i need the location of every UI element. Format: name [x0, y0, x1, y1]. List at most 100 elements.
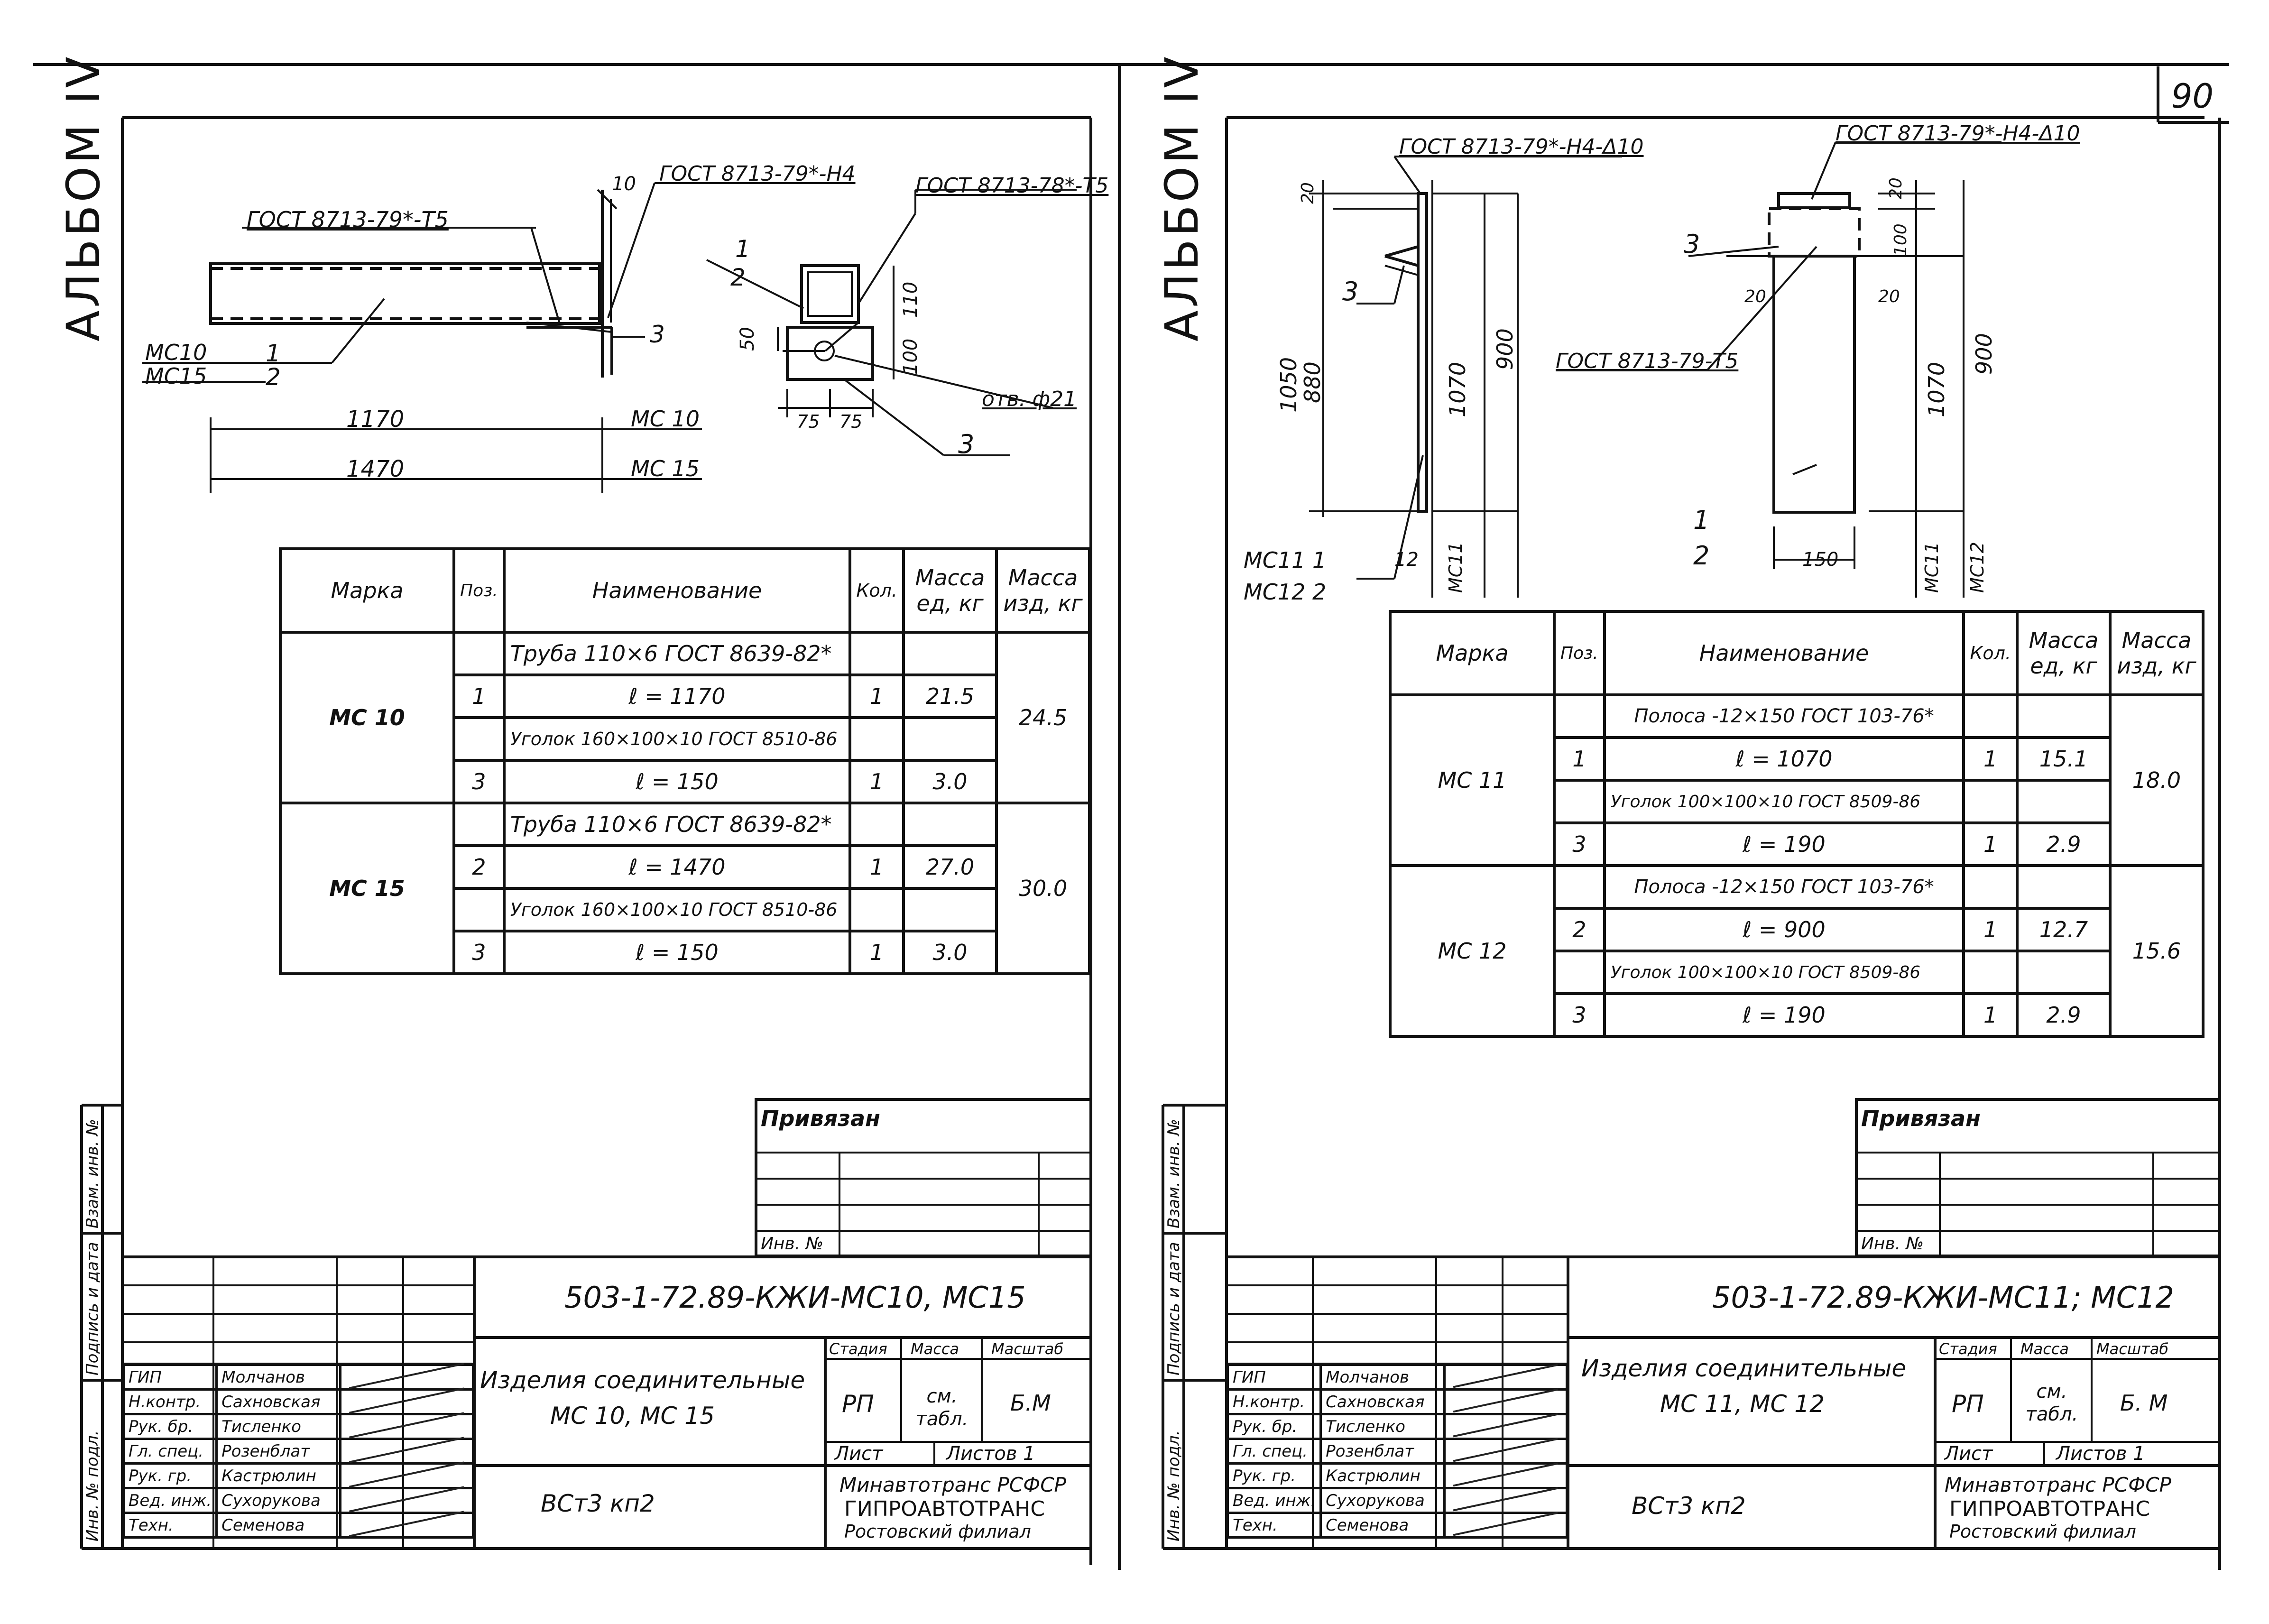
drawing-title: Изделия соединительные [480, 1366, 805, 1394]
signature-icon [345, 1516, 468, 1531]
length-cell: ℓ = 900 [1603, 907, 1965, 952]
table-row: МС 11 Полоса -12×150 ГОСТ 103-76* 18.0 [1389, 693, 2204, 867]
hole-label: отв. ф21 [982, 387, 1077, 411]
item-cell: Полоса -12×150 ГОСТ 103-76* [1603, 864, 1965, 910]
item-cell: Уголок 100×100×10 ГОСТ 8509-86 [1603, 779, 1965, 824]
signature-icon [1449, 1516, 1562, 1531]
table-row: 3 ℓ = 150 1 3.0 [280, 759, 1089, 804]
org-ministry: Минавтотранс РСФСР [1945, 1473, 2171, 1496]
mark-cell: МС 11 [1389, 693, 1556, 867]
signature-icon [345, 1418, 468, 1432]
privyazan-label: Привязан [761, 1106, 880, 1131]
callout-t5: ГОСТ 8713-79*-Т5 [247, 207, 449, 232]
dim-20-right: 20 [1878, 287, 1900, 306]
left-drawing [142, 182, 1077, 493]
mass-value: см. табл. [915, 1385, 968, 1430]
signature-icon [1449, 1393, 1562, 1407]
qty-cell: 1 [1962, 992, 2019, 1038]
sheets-label: Листов 1 [946, 1443, 1035, 1465]
table-row: 2 ℓ = 900 1 12.7 [1390, 907, 2203, 952]
front-pos-3: 3 [1684, 229, 1700, 259]
callout-h4: ГОСТ 8713-79*-Н4 [659, 162, 856, 186]
mark-mc15: МС15 [145, 363, 207, 389]
scale-value: Б. М [2120, 1390, 2168, 1416]
mass-cell: 3.0 [902, 930, 998, 975]
table-row: Уголок 100×100×10 ГОСТ 8509-86 [1390, 779, 2203, 824]
sheets-label: Листов 1 [2056, 1443, 2145, 1465]
drawing-title-marks: МС 10, МС 15 [550, 1402, 715, 1430]
item-cell: Уголок 100×100×10 ГОСТ 8509-86 [1603, 950, 1965, 995]
org-ministry: Минавтотранс РСФСР [839, 1473, 1066, 1496]
org-name: ГИПРОАВТОТРАНС [1949, 1497, 2150, 1521]
privyazan-label: Привязан [1861, 1106, 1981, 1131]
mass-cell: 2.9 [2016, 821, 2112, 867]
qty-cell: 1 [1962, 907, 2019, 952]
dim-75a: 75 [797, 411, 820, 432]
length-cell: ℓ = 1170 [502, 674, 852, 719]
pos-cell: 3 [452, 930, 506, 975]
col-mass-total: Масса изд, кг [995, 547, 1091, 634]
length-cell: ℓ = 1470 [502, 844, 852, 890]
signature-icon [1449, 1467, 1562, 1481]
col-mass-total: Масса изд, кг [2109, 610, 2204, 696]
page-number: 90 [2171, 77, 2214, 116]
signature-icon [345, 1492, 468, 1506]
qty-cell: 1 [1962, 821, 2019, 867]
sheet-label: Лист [1945, 1443, 1993, 1465]
dim-10: 10 [612, 173, 636, 195]
signature-row: Гл. спец.Розенблат [122, 1438, 474, 1465]
qty-cell: 1 [1962, 736, 2019, 782]
right-drawing [1309, 141, 2002, 598]
length-cell: ℓ = 150 [502, 759, 852, 804]
mass-value: см. табл. [2025, 1381, 2078, 1425]
pos-cell: 2 [1553, 907, 1606, 952]
callout-h4-side: ГОСТ 8713-79*-Н4-Δ10 [1399, 135, 1644, 159]
org-name: ГИПРОАВТОТРАНС [844, 1497, 1045, 1521]
dim-1170: 1170 [346, 406, 405, 433]
mark-mc10: МС10 [145, 340, 207, 365]
front-pos-1: 1 [1693, 505, 1710, 535]
col-mark: Марка [279, 547, 455, 634]
qty-cell: 1 [849, 674, 905, 719]
callout-t5-section: ГОСТ 8713-78*-Т5 [915, 174, 1109, 198]
mass-cell: 12.7 [2016, 907, 2112, 952]
mark-cell: МС 12 [1389, 864, 1556, 1038]
total-cell: 24.5 [995, 631, 1091, 804]
signature-icon [1449, 1492, 1562, 1506]
dim-75b: 75 [839, 411, 863, 432]
col-mass-unit: Масса ед, кг [2016, 610, 2112, 696]
pos-1: 1 [266, 340, 281, 367]
dim-mark-mc10: МС 10 [631, 406, 700, 432]
stage-value: РП [1952, 1390, 1984, 1418]
dim-mark-mc15: МС 15 [631, 456, 700, 481]
total-cell: 18.0 [2109, 693, 2204, 867]
table-row: Уголок 100×100×10 ГОСТ 8509-86 [1390, 950, 2203, 995]
col-pos: Поз. [1553, 610, 1606, 696]
table-row: 3 ℓ = 190 1 2.9 [1390, 821, 2203, 867]
length-cell: ℓ = 1070 [1603, 736, 1965, 782]
signature-icon [345, 1368, 468, 1383]
signature-icon [1449, 1442, 1562, 1457]
sheet-label: Лист [835, 1443, 883, 1465]
mass-cell: 21.5 [902, 674, 998, 719]
signature-icon [345, 1442, 468, 1457]
mark-mc12-label: МС12 2 [1244, 579, 1327, 605]
signature-row: Вед. инж.Сухорукова [122, 1487, 474, 1514]
spec-table: Марка Поз. Наименование Кол. Масса ед, к… [1389, 610, 2204, 1038]
table-row: 1 ℓ = 1170 1 21.5 [280, 674, 1089, 719]
item-cell: Труба 110×6 ГОСТ 8639-82* [502, 802, 852, 847]
scale-header: Масштаб [991, 1340, 1064, 1358]
signature-row: Н.контр.Сахновская [1226, 1388, 1568, 1415]
item-cell: Труба 110×6 ГОСТ 8639-82* [502, 631, 852, 676]
signature-row: Вед. инж.Сухорукова [1226, 1487, 1568, 1514]
left-sheet: АЛЬБОМ IV [0, 0, 1119, 1624]
qty-cell: 1 [849, 759, 905, 804]
stage-header: Стадия [1939, 1340, 1997, 1358]
material: ВСт3 кп2 [541, 1490, 655, 1517]
mass-cell: 15.1 [2016, 736, 2112, 782]
drawing-title-marks: МС 11, МС 12 [1660, 1390, 1825, 1418]
signature-row: Рук. гр.Кастрюлин [1226, 1462, 1568, 1489]
